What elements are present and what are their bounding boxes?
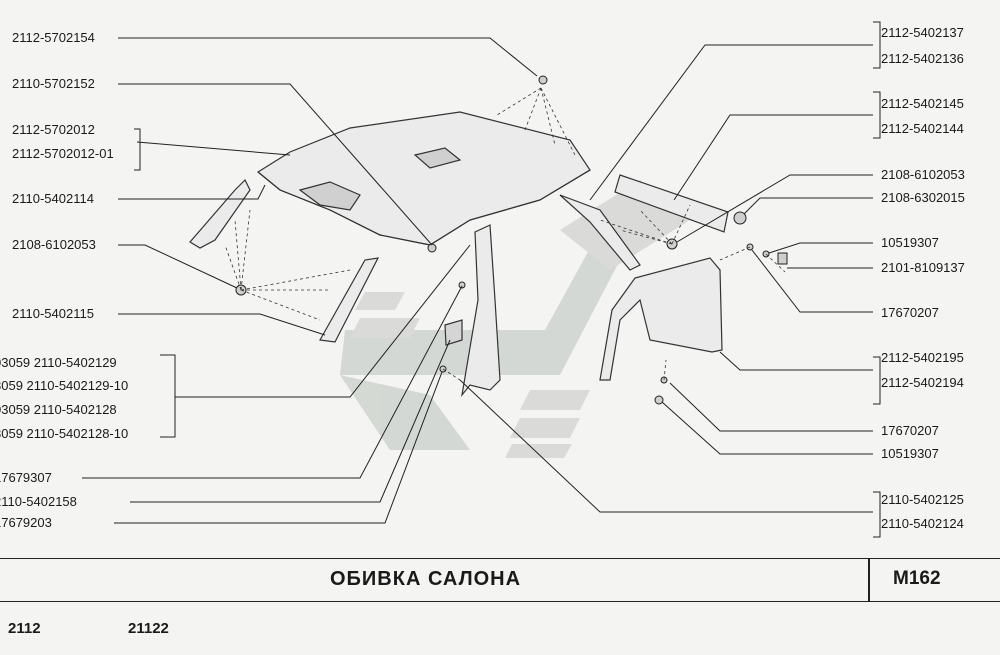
label-2110-5402114: 2110-5402114 bbox=[12, 191, 94, 206]
label-10519307-lower: 10519307 bbox=[881, 446, 939, 461]
label-2112-5402144: 2112-5402144 bbox=[881, 121, 964, 136]
label-2108-6302015: 2108-6302015 bbox=[881, 190, 965, 205]
luggage-side-trim bbox=[599, 257, 723, 381]
label-2112-5402195: 2112-5402195 bbox=[881, 350, 964, 365]
c-pillar-upper-trim bbox=[559, 174, 729, 271]
label-2108-6102053-right: 2108-6102053 bbox=[881, 167, 965, 182]
label-17670207: 17670207 bbox=[881, 305, 939, 320]
label-03059-2110-5402128: 03059 2110-5402128 bbox=[0, 402, 117, 417]
leader-lines-right bbox=[459, 21, 881, 538]
label-2110-5402158: 2110-5402158 bbox=[0, 494, 77, 509]
label-2108-6102053: 2108-6102053 bbox=[12, 237, 96, 252]
label-2112-5702012-01: 2112-5702012-01 bbox=[12, 146, 114, 161]
label-2110-5402115: 2110-5402115 bbox=[12, 306, 94, 321]
label-03059-2110-5402129: 03059 2110-5402129 bbox=[0, 355, 117, 370]
section-code: М162 bbox=[893, 568, 941, 589]
title-block: ОБИВКА САЛОНА М162 bbox=[0, 558, 1000, 602]
label-2112-5702012: 2112-5702012 bbox=[12, 122, 95, 137]
label-10519307: 10519307 bbox=[881, 235, 939, 250]
page-title: ОБИВКА САЛОНА bbox=[330, 568, 522, 590]
title-divider bbox=[868, 559, 870, 601]
left-pillar-trim bbox=[319, 257, 380, 343]
model-2112: 2112 bbox=[8, 620, 41, 637]
watermark-logo bbox=[340, 180, 690, 458]
model-21122: 21122 bbox=[128, 620, 169, 637]
dashed-arrows bbox=[224, 87, 786, 381]
label-3059-2110-5402129-10: 3059 2110-5402129-10 bbox=[0, 378, 129, 393]
label-2110-5702152: 2110-5702152 bbox=[12, 76, 95, 91]
leader-lines-left bbox=[82, 37, 538, 524]
label-2112-5402194: 2112-5402194 bbox=[881, 375, 964, 390]
label-2112-5402145: 2112-5402145 bbox=[881, 96, 964, 111]
label-2112-5702154: 2112-5702154 bbox=[12, 30, 95, 45]
a-pillar-trim bbox=[189, 178, 251, 249]
label-3059-2110-5402128-10: 3059 2110-5402128-10 bbox=[0, 426, 129, 441]
headliner bbox=[256, 111, 591, 246]
label-2110-5402125: 2110-5402125 bbox=[881, 492, 964, 507]
label-17679203: 17679203 bbox=[0, 515, 52, 530]
label-2101-8109137: 2101-8109137 bbox=[881, 260, 965, 275]
label-17670207-lower: 17670207 bbox=[881, 423, 939, 438]
b-pillar-trim bbox=[444, 224, 501, 398]
label-2112-5402136: 2112-5402136 bbox=[881, 51, 964, 66]
label-2110-5402124: 2110-5402124 bbox=[881, 516, 964, 531]
label-2112-5402137: 2112-5402137 bbox=[881, 25, 964, 40]
label-17679307: 17679307 bbox=[0, 470, 52, 485]
